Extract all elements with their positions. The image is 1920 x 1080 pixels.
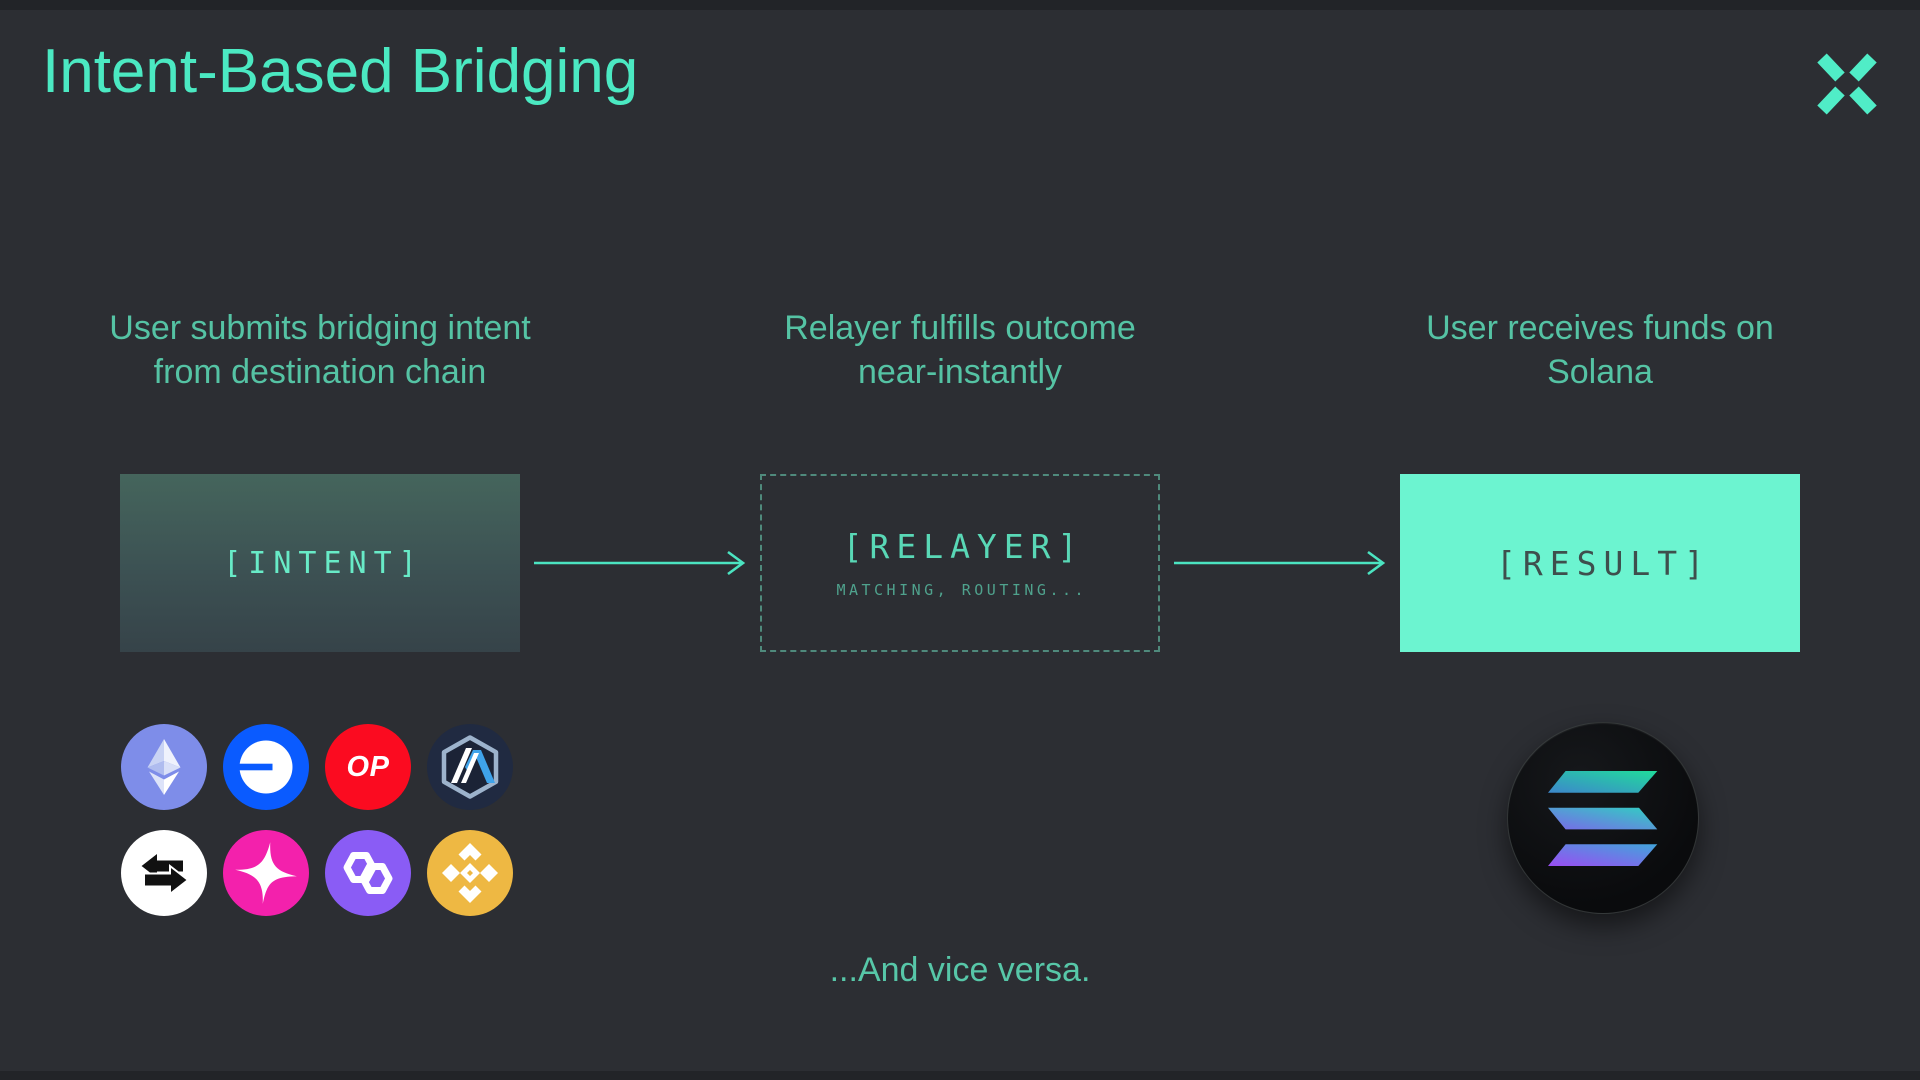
swap-arrows-icon — [121, 830, 207, 916]
ethereum-icon — [121, 724, 207, 810]
source-chain-icons: OP — [121, 724, 513, 916]
top-letterbox-strip — [0, 0, 1920, 10]
result-box-label: [RESULT] — [1496, 543, 1711, 583]
intent-box: [INTENT] — [120, 474, 520, 652]
solana-icon — [1507, 722, 1699, 914]
vice-versa-note: ...And vice versa. — [829, 951, 1091, 989]
intent-box-label: [INTENT] — [223, 545, 424, 581]
optimism-icon: OP — [325, 724, 411, 810]
polygon-icon — [325, 830, 411, 916]
arbitrum-icon — [427, 724, 513, 810]
relayer-box-sublabel: MATCHING, ROUTING... — [836, 581, 1088, 599]
step3-heading-line2: Solana — [1547, 353, 1653, 391]
arrow-intent-to-relayer-icon — [534, 549, 746, 582]
x-mark-logo-icon — [1816, 51, 1878, 122]
relayer-box: [RELAYER] MATCHING, ROUTING... — [760, 474, 1160, 652]
bottom-letterbox-strip — [0, 1071, 1920, 1080]
bnb-icon — [427, 830, 513, 916]
step2-heading: Relayer fulfills outcome near-instantly — [700, 306, 1220, 394]
step2-heading-line2: near-instantly — [857, 353, 1063, 391]
step1-heading: User submits bridging intent from destin… — [60, 306, 580, 394]
arrow-relayer-to-result-icon — [1174, 549, 1386, 582]
step1-heading-line1: User submits bridging intent — [109, 309, 531, 347]
relayer-box-label: [RELAYER] — [842, 527, 1085, 566]
pink-sparkle-icon — [223, 830, 309, 916]
base-icon — [223, 724, 309, 810]
step1-heading-line2: from destination chain — [153, 353, 487, 391]
optimism-label: OP — [346, 750, 390, 783]
step2-heading-line1: Relayer fulfills outcome — [784, 309, 1136, 347]
page-title: Intent-Based Bridging — [42, 37, 639, 106]
result-box: [RESULT] — [1400, 474, 1800, 652]
step3-heading: User receives funds on Solana — [1340, 306, 1860, 394]
step3-heading-line1: User receives funds on — [1426, 309, 1774, 347]
